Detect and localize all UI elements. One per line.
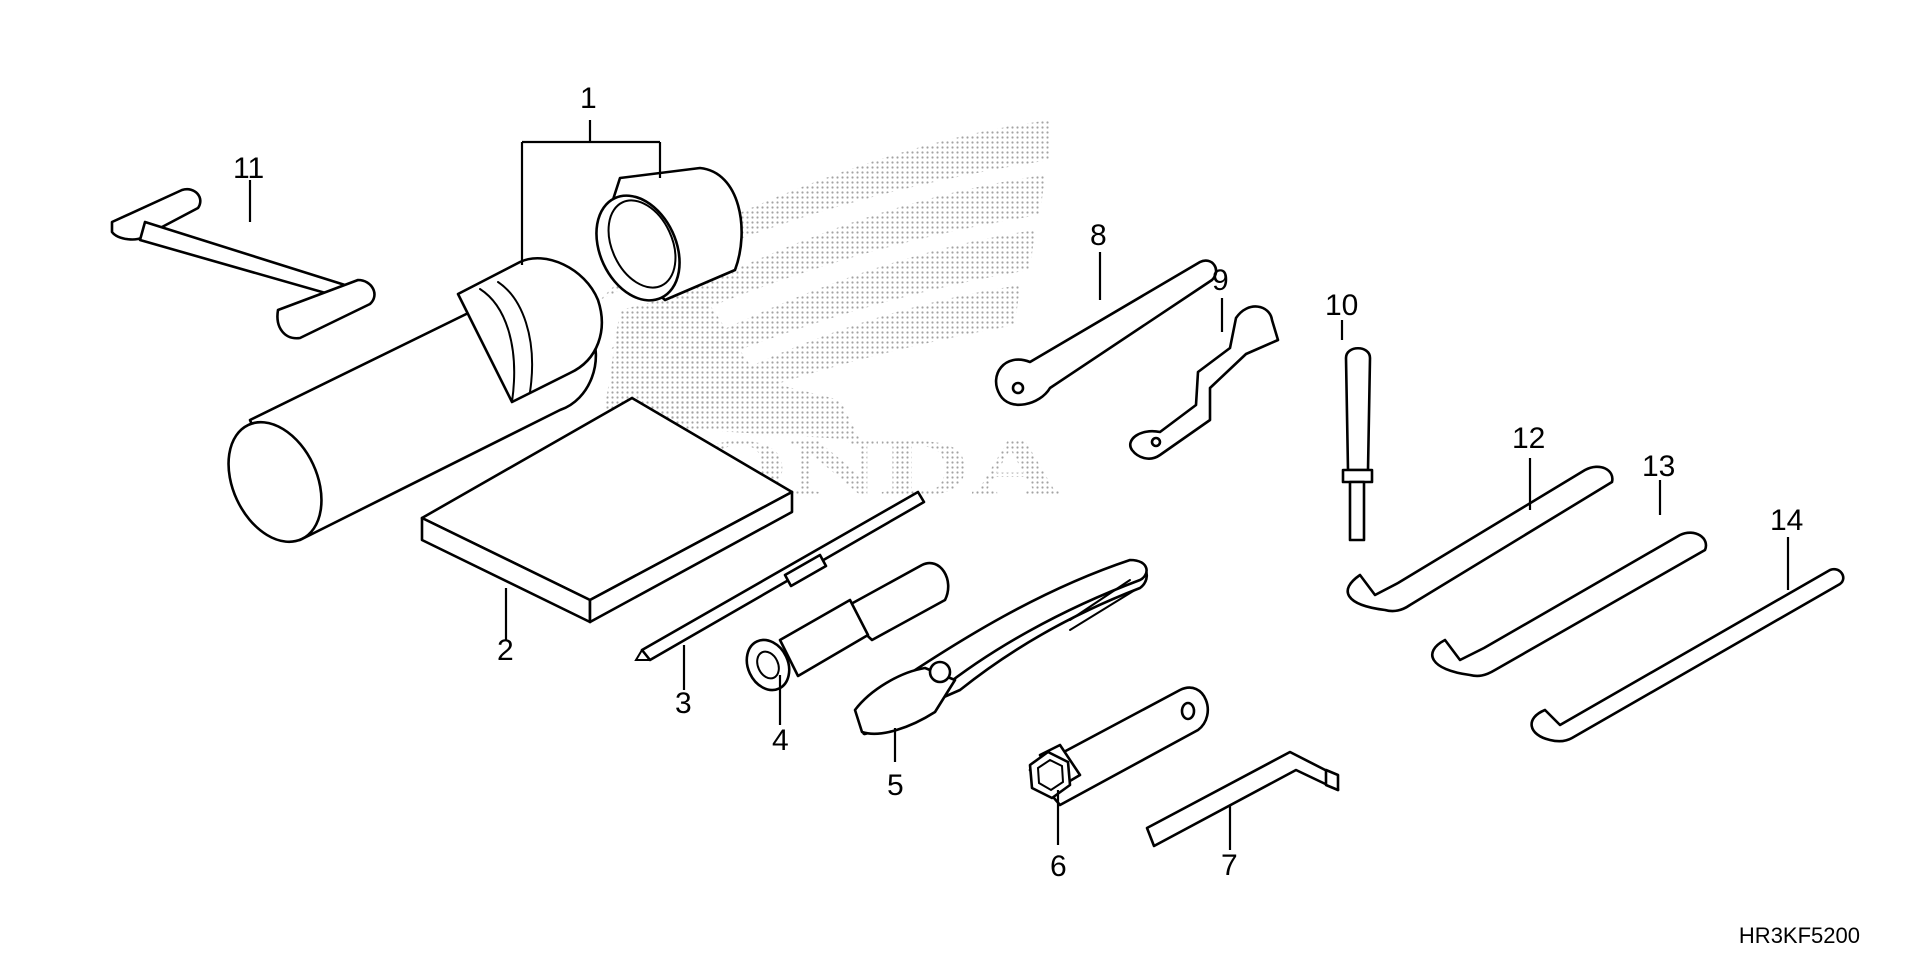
callout-9: 9 [1212, 264, 1229, 297]
leader-lines [248, 120, 1790, 850]
tool-case-tube [227, 257, 603, 544]
callout-13: 13 [1642, 450, 1675, 483]
screwdriver-handle [745, 561, 950, 692]
callout-14: 14 [1770, 504, 1803, 537]
callout-8: 8 [1090, 219, 1107, 252]
small-wrench [1530, 567, 1845, 743]
callout-12: 12 [1512, 422, 1545, 455]
hex-key [1145, 750, 1340, 848]
pliers [853, 558, 1149, 736]
callout-7: 7 [1221, 849, 1238, 882]
tool-strap [110, 187, 376, 340]
open-end-wrench-b [1431, 531, 1708, 678]
callout-4: 4 [772, 724, 789, 757]
callout-6: 6 [1050, 850, 1067, 883]
callout-2: 2 [497, 634, 514, 667]
callout-1: 1 [580, 82, 597, 115]
callout-5: 5 [887, 769, 904, 802]
screwdriver-bit [634, 490, 926, 662]
pin-spanner [994, 259, 1218, 406]
owners-manual-book [420, 396, 794, 624]
callout-3: 3 [675, 687, 692, 720]
callout-11: 11 [233, 152, 264, 185]
tool-case-cap [595, 166, 743, 302]
drawing-code: HR3KF5200 [1739, 923, 1860, 948]
part-callouts: 1 2 3 4 5 6 7 8 9 10 11 12 13 14 [233, 82, 1803, 883]
hook-spanner [1129, 305, 1280, 460]
small-screwdriver [1341, 346, 1374, 542]
spark-plug-wrench [1028, 686, 1209, 807]
callout-10: 10 [1325, 289, 1358, 322]
open-end-wrench-a [1346, 465, 1614, 613]
